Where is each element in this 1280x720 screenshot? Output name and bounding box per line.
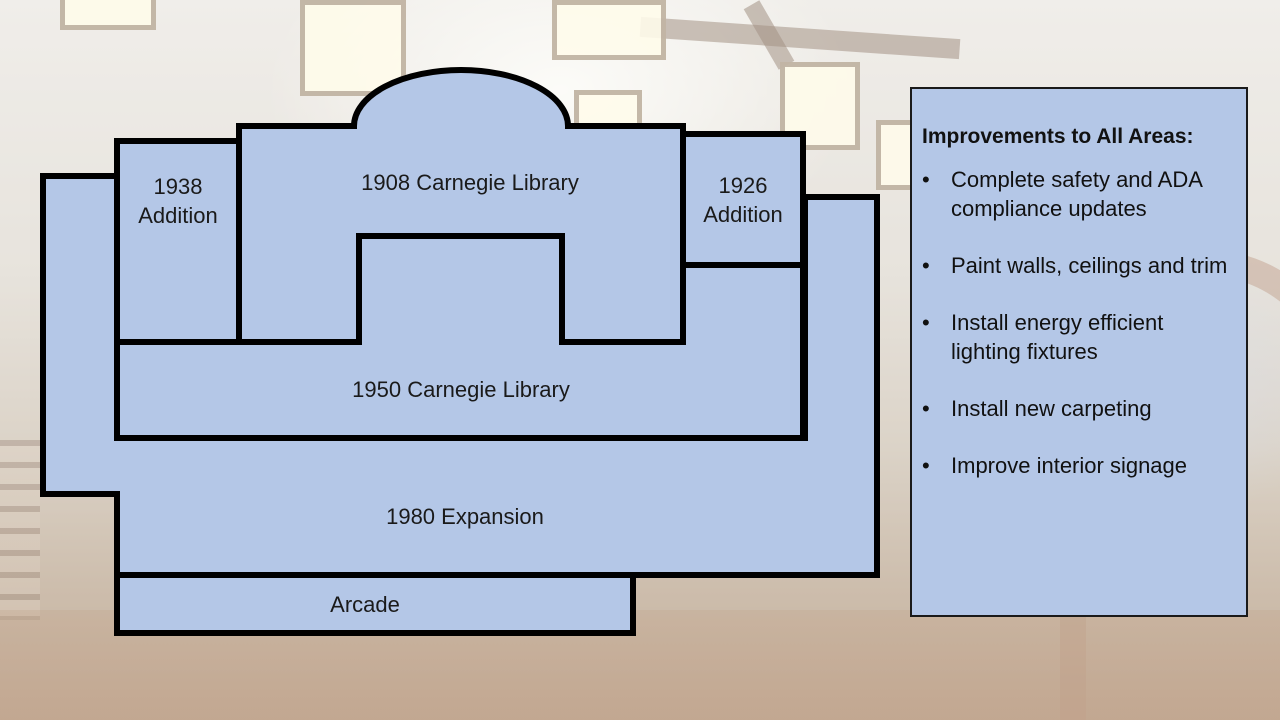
list-item: •Install energy efficient lighting fixtu… bbox=[922, 310, 1164, 364]
room-1926-addition bbox=[680, 131, 806, 268]
list-item: •Improve interior signage bbox=[922, 453, 1188, 478]
list-item: •Complete safety and ADA compliance upda… bbox=[922, 167, 1202, 221]
room-label-1950-carnegie-library: 1950 Carnegie Library bbox=[352, 377, 570, 402]
room-label-arcade: Arcade bbox=[330, 592, 400, 617]
improvements-title: Improvements to All Areas: bbox=[922, 125, 1194, 148]
room-label-1938-addition: Addition bbox=[138, 203, 218, 228]
bullet-icon: • bbox=[922, 253, 930, 278]
bullet-icon: • bbox=[922, 310, 930, 335]
bullet-icon: • bbox=[922, 453, 930, 478]
improvements-list: •Complete safety and ADA compliance upda… bbox=[922, 165, 1236, 480]
improvements-panel: Improvements to All Areas: •Complete saf… bbox=[910, 87, 1248, 617]
bullet-icon: • bbox=[922, 396, 930, 421]
room-label-1938-year: 1938 bbox=[154, 174, 203, 199]
list-item: •Install new carpeting bbox=[922, 396, 1152, 421]
room-label-1908-carnegie-library: 1908 Carnegie Library bbox=[361, 170, 579, 195]
room-label-1926-addition: Addition bbox=[703, 202, 783, 227]
room-label-1926-year: 1926 bbox=[719, 173, 768, 198]
room-label-1980-expansion: 1980 Expansion bbox=[386, 504, 544, 529]
bullet-icon: • bbox=[922, 167, 930, 192]
room-arcade bbox=[114, 572, 636, 636]
room-1938-addition bbox=[114, 138, 242, 345]
list-item: •Paint walls, ceilings and trim bbox=[922, 253, 1228, 278]
room-1908-carnegie-library bbox=[236, 67, 686, 345]
